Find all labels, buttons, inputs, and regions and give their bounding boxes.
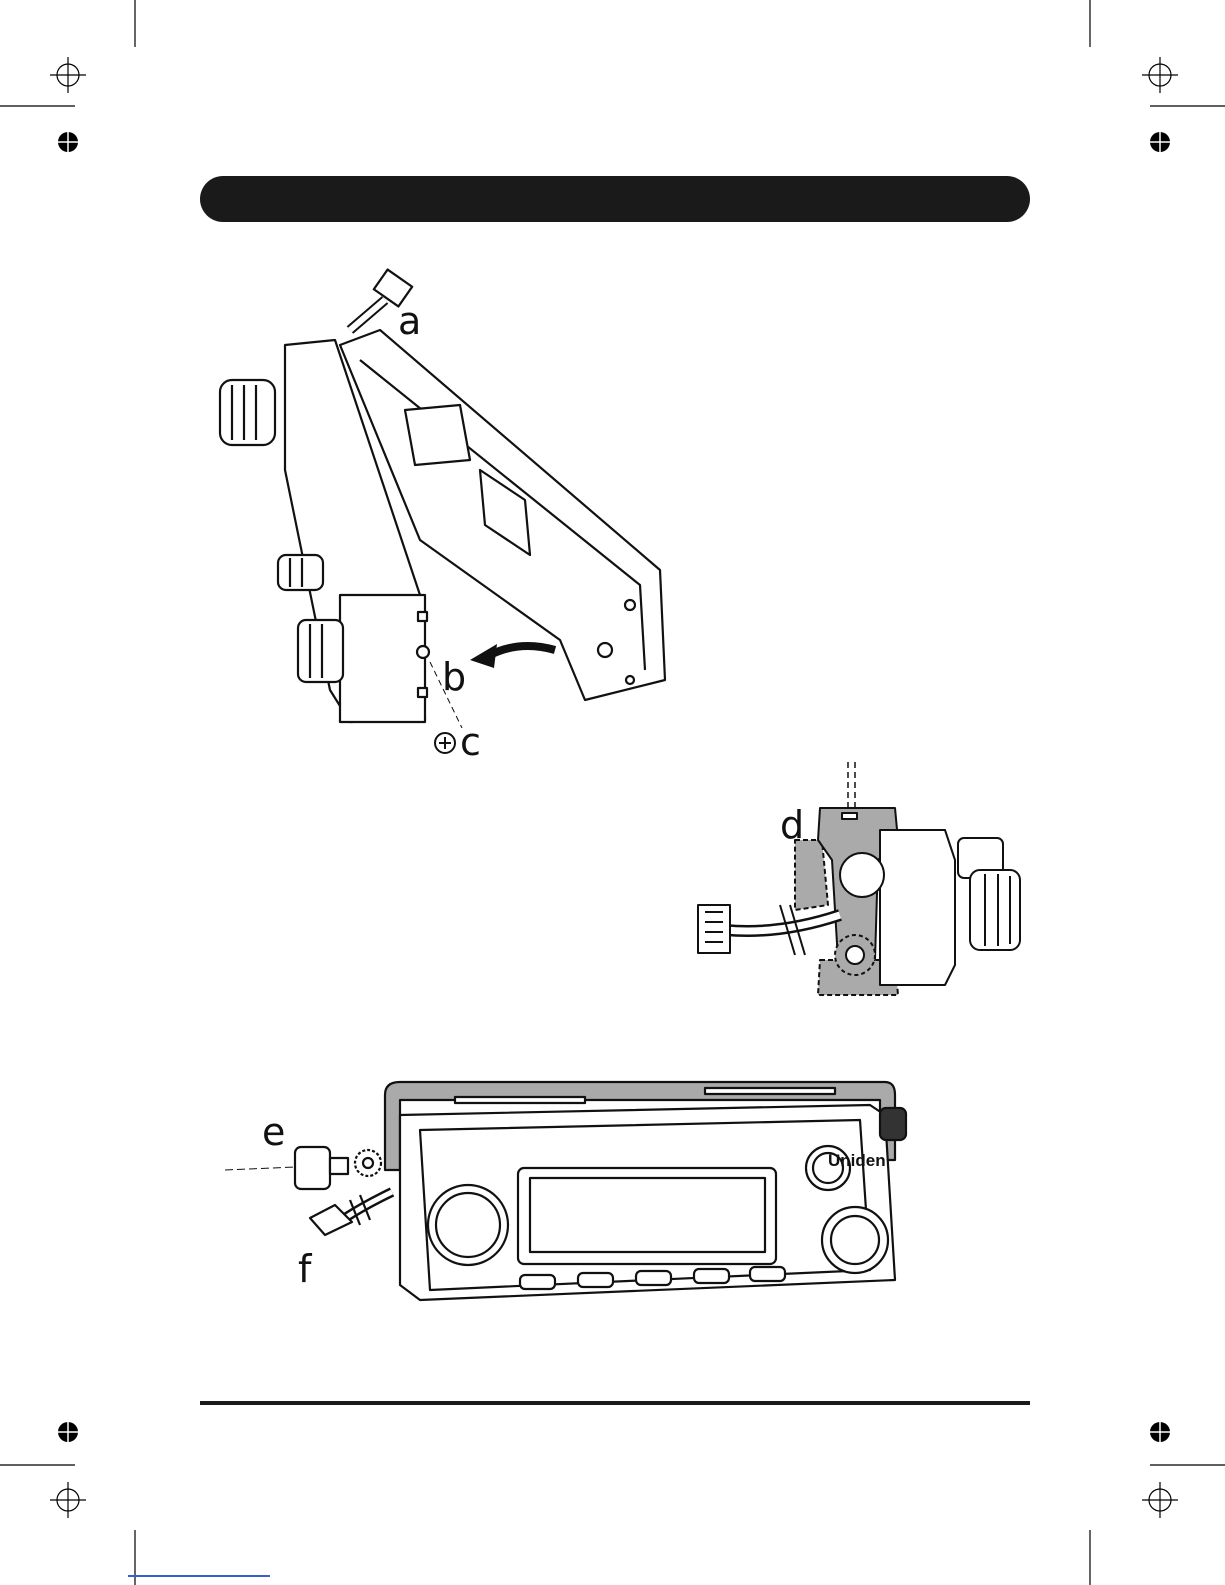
callout-f: f	[298, 1247, 313, 1291]
callout-e: e	[262, 1110, 285, 1154]
cable-connector-icon	[310, 1205, 352, 1235]
soft-button	[578, 1273, 613, 1287]
alignment-line	[225, 1167, 295, 1170]
volume-knob	[428, 1185, 508, 1265]
soft-button	[750, 1267, 785, 1281]
thumb-knob-icon	[295, 1147, 348, 1189]
bracket-side-knob	[880, 1108, 906, 1140]
soft-button	[694, 1269, 729, 1283]
soft-button	[636, 1271, 671, 1285]
channel-knob	[822, 1207, 888, 1273]
soft-button	[520, 1275, 555, 1289]
brand-logo: Uniden	[828, 1151, 886, 1170]
toothed-washer-icon	[355, 1150, 381, 1176]
lcd-display	[530, 1178, 765, 1252]
